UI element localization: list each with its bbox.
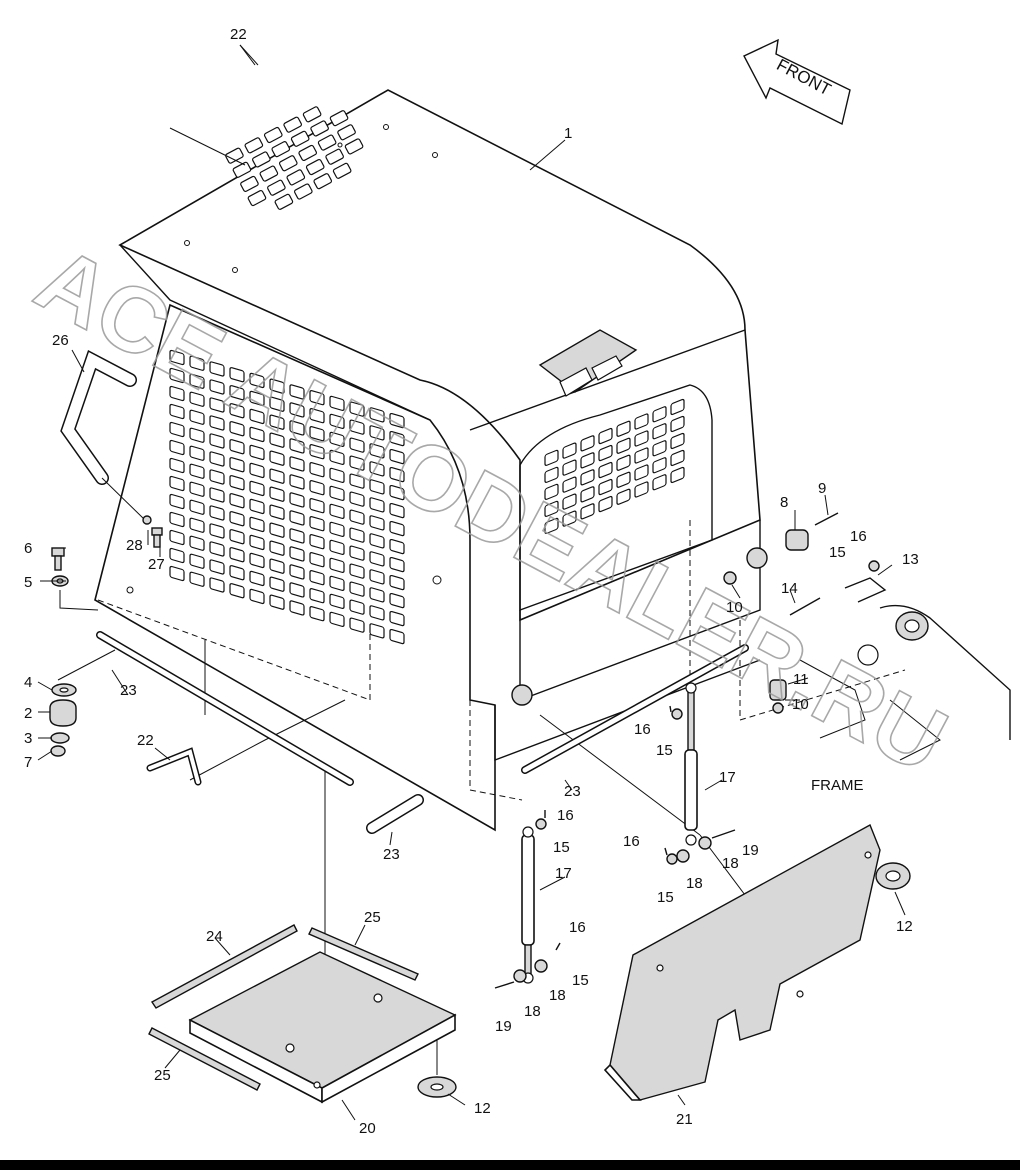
callout-13: 13 <box>902 551 919 568</box>
frame-label: FRAME <box>811 777 864 794</box>
callout-9: 9 <box>818 480 826 497</box>
callout-25a: 25 <box>364 909 381 926</box>
side-grab-handle <box>60 349 146 521</box>
callout-24: 24 <box>206 928 223 945</box>
callout-19b: 19 <box>495 1018 512 1035</box>
callout-18a: 18 <box>722 855 739 872</box>
callout-17a: 17 <box>719 769 736 786</box>
callout-26: 26 <box>52 332 69 349</box>
callout-16d: 16 <box>623 833 640 850</box>
callout-labels: 1 2 3 4 5 6 7 8 9 10 10 11 12 12 13 14 1… <box>24 26 919 1137</box>
callout-15b: 15 <box>656 742 673 759</box>
callout-5: 5 <box>24 574 32 591</box>
callout-6: 6 <box>24 540 32 557</box>
callout-16c: 16 <box>557 807 574 824</box>
callout-12a: 12 <box>896 918 913 935</box>
rear-mesh <box>169 349 405 645</box>
mounting-hardware-left <box>49 515 163 757</box>
gas-strut-right <box>684 682 698 846</box>
callout-22a: 22 <box>230 26 247 43</box>
rear-screen-panel <box>94 303 496 832</box>
callout-15c: 15 <box>553 839 570 856</box>
callout-23a: 23 <box>120 682 137 699</box>
side-panel <box>603 824 881 1101</box>
callout-18c: 18 <box>549 987 566 1004</box>
leader-lines <box>37 44 906 1121</box>
callout-10b: 10 <box>792 696 809 713</box>
bottom-border-bar <box>0 1160 1020 1170</box>
machine-frame <box>799 604 1011 761</box>
assembly-guidelines <box>97 520 906 1020</box>
callout-15a: 15 <box>829 544 846 561</box>
callout-18d: 18 <box>524 1003 541 1020</box>
callout-28: 28 <box>126 537 143 554</box>
callout-12b: 12 <box>474 1100 491 1117</box>
mat-strips <box>148 924 419 1091</box>
seal-strips-23 <box>96 631 749 834</box>
floor-mat <box>188 951 457 1104</box>
callout-21: 21 <box>676 1111 693 1128</box>
callout-7: 7 <box>24 754 32 771</box>
callout-14: 14 <box>781 580 798 597</box>
top-grab-handle <box>36 44 344 252</box>
callout-2: 2 <box>24 705 32 722</box>
hinge-hardware <box>723 512 887 714</box>
strut-fasteners <box>494 705 736 989</box>
callout-20: 20 <box>359 1120 376 1137</box>
grommets <box>417 862 911 1098</box>
top-mesh <box>225 106 364 210</box>
callout-1: 1 <box>564 125 572 142</box>
callout-16b: 16 <box>634 721 651 738</box>
callout-17b: 17 <box>555 865 572 882</box>
callout-19a: 19 <box>742 842 759 859</box>
callout-23b: 23 <box>564 783 581 800</box>
callout-18b: 18 <box>686 875 703 892</box>
callout-8: 8 <box>780 494 788 511</box>
callout-16e: 16 <box>569 919 586 936</box>
front-direction-arrow: FRONT <box>743 38 851 126</box>
callout-11: 11 <box>793 671 809 688</box>
lower-handle <box>146 747 202 786</box>
side-window <box>494 384 768 762</box>
callout-16a: 16 <box>850 528 867 545</box>
callout-15d: 15 <box>657 889 674 906</box>
gas-strut-left <box>521 826 535 984</box>
callout-15e: 15 <box>572 972 589 989</box>
callout-22b: 22 <box>137 732 154 749</box>
callout-27: 27 <box>148 556 165 573</box>
callout-10a: 10 <box>726 599 743 616</box>
callout-4: 4 <box>24 674 32 691</box>
callout-23c: 23 <box>383 846 400 863</box>
front-label: FRONT <box>774 55 835 99</box>
callout-25b: 25 <box>154 1067 171 1084</box>
callout-3: 3 <box>24 730 32 747</box>
